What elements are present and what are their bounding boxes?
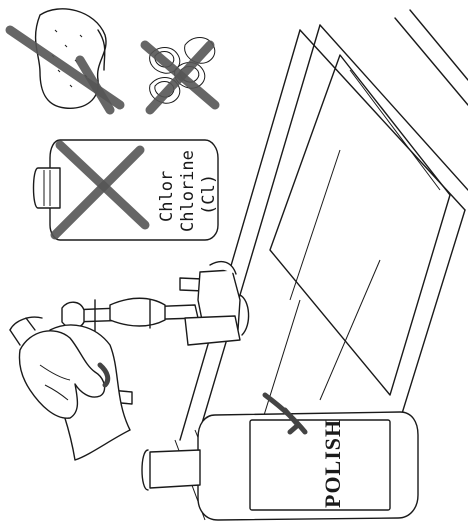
- arrow-to-faucet: [282, 407, 301, 435]
- steel-wool-icon: [140, 37, 220, 115]
- chlorine-full-label: Chlorine: [178, 150, 198, 232]
- chlorine-bottle-icon: Chlor Chlorine (Cl): [32, 139, 219, 241]
- chlorine-short-label: Chlor: [157, 171, 177, 222]
- polish-label: POLISH: [320, 419, 345, 508]
- sponge-icon: [5, 8, 125, 115]
- arrow-to-cloth: [97, 362, 111, 388]
- polish-bottle-icon: POLISH: [141, 411, 419, 521]
- chlorine-symbol-label: (Cl): [199, 174, 219, 215]
- hand-icon: [9, 316, 131, 461]
